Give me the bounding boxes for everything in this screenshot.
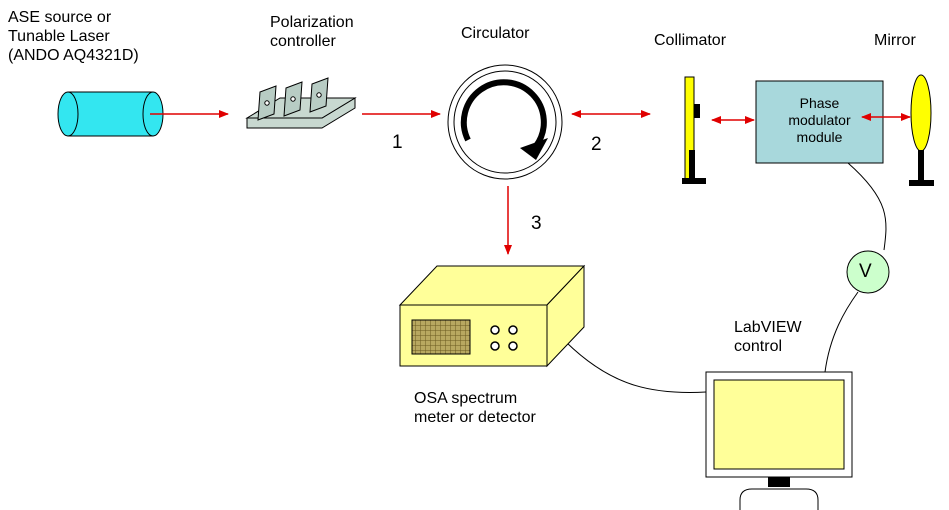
wire-voltmeter-monitor xyxy=(824,291,859,373)
computer-monitor-icon xyxy=(705,371,853,510)
mirror-icon xyxy=(909,74,934,186)
osa-label: OSA spectrum meter or detector xyxy=(414,390,536,426)
polarization-controller-icon xyxy=(245,77,357,129)
port-3-label: 3 xyxy=(531,213,542,234)
polarization-label: Polarization controller xyxy=(270,14,354,50)
osa-device-icon xyxy=(398,264,586,368)
circulator-label: Circulator xyxy=(461,25,530,42)
voltmeter-label: V xyxy=(859,261,872,282)
collimator-icon xyxy=(682,76,706,184)
labview-label: LabVIEW control xyxy=(734,319,802,355)
port-1-label: 1 xyxy=(392,132,403,153)
phase-modulator-box xyxy=(755,80,884,164)
circulator-icon xyxy=(447,64,563,180)
wire-module-voltmeter xyxy=(847,162,887,251)
laser-source-icon xyxy=(57,91,164,137)
voltmeter-icon xyxy=(846,250,890,294)
collimator-label: Collimator xyxy=(654,32,727,49)
source-label: ASE source or Tunable Laser (ANDO AQ4321… xyxy=(8,9,139,64)
port-2-label: 2 xyxy=(591,134,602,155)
wire-osa-monitor xyxy=(565,341,707,393)
phase-modulator-label: Phase modulator module xyxy=(788,95,851,145)
mirror-label: Mirror xyxy=(874,32,916,49)
